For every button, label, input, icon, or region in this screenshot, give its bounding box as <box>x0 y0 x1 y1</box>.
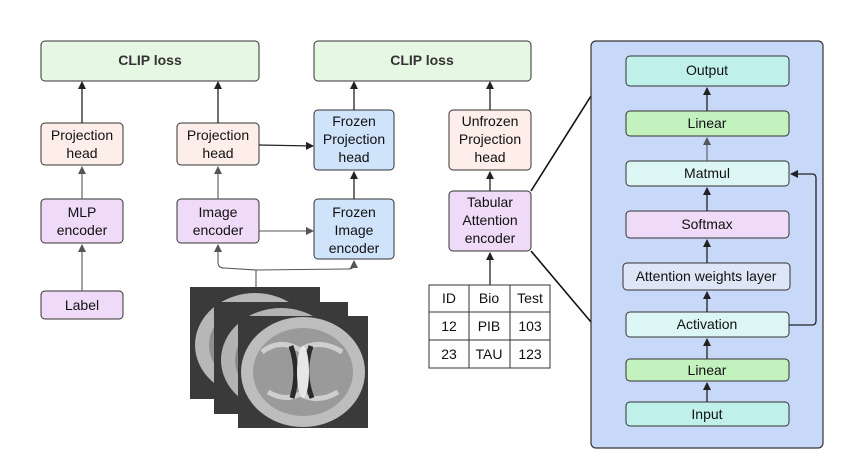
layer-output: Output <box>625 55 790 87</box>
mlp-encoder-line2: encoder <box>57 222 108 238</box>
layer-linear-top-label: Linear <box>688 115 727 131</box>
tabular-encoder-line3: encoder <box>465 230 516 246</box>
layer-linear-bottom: Linear <box>625 358 790 382</box>
layer-activation-label: Activation <box>677 316 738 332</box>
zoom-line-bottom <box>530 250 592 323</box>
label-input: Label <box>40 290 124 320</box>
unfrozen-projection-head-line3: head <box>474 149 505 165</box>
image-projection-head-line2: head <box>202 145 233 161</box>
layer-linear-top: Linear <box>625 110 790 137</box>
attention-module-panel: Output Linear Matmul Softmax Attention w… <box>590 40 824 449</box>
mlp-encoder-line1: MLP <box>68 204 97 220</box>
table-cell: PIB <box>478 318 501 334</box>
image-projection-head: Projection head <box>176 122 260 166</box>
table-cell: 12 <box>441 318 457 334</box>
clip-loss-right: CLIP loss <box>313 40 532 82</box>
image-encoder-line2: encoder <box>193 222 244 238</box>
clip-loss-left: CLIP loss <box>40 40 260 82</box>
layer-matmul: Matmul <box>625 160 790 187</box>
frozen-image-encoder-line2: Image <box>335 222 374 238</box>
layer-attention-weights-label: Attention weights layer <box>636 268 777 284</box>
layer-activation: Activation <box>625 311 790 338</box>
image-encoder: Image encoder <box>176 198 260 244</box>
arrow-scan-to-frozen-encoder <box>255 260 358 271</box>
frozen-projection-head-line2: Projection <box>323 131 385 147</box>
mri-slice-front <box>238 316 368 428</box>
frozen-image-encoder-line3: encoder <box>329 240 380 256</box>
left-projection-head-line2: head <box>66 145 97 161</box>
tabular-attention-encoder: Tabular Attention encoder <box>448 190 532 252</box>
frozen-image-encoder: Frozen Image encoder <box>313 198 395 260</box>
unfrozen-projection-head: Unfrozen Projection head <box>448 109 532 171</box>
layer-matmul-label: Matmul <box>684 165 730 181</box>
layer-input: Input <box>625 401 790 427</box>
image-projection-head-line1: Projection <box>187 127 249 143</box>
tabular-encoder-line1: Tabular <box>467 194 513 210</box>
table-header: Test <box>517 290 543 306</box>
clip-loss-right-label: CLIP loss <box>390 52 454 68</box>
unfrozen-projection-head-line2: Projection <box>459 131 521 147</box>
tabular-data-table: ID Bio Test 12 PIB 103 23 TAU 123 <box>428 284 551 369</box>
clip-loss-left-label: CLIP loss <box>118 52 182 68</box>
table-header: Bio <box>479 290 499 306</box>
arrow-activation-skip-to-matmul <box>789 170 817 326</box>
arrow-image-head-to-frozen-head <box>258 141 314 150</box>
image-encoder-line1: Image <box>199 204 238 220</box>
layer-output-label: Output <box>686 62 728 78</box>
layer-linear-bottom-label: Linear <box>688 362 727 378</box>
layer-attention-weights: Attention weights layer <box>622 262 791 291</box>
frozen-image-encoder-line1: Frozen <box>332 204 376 220</box>
table-cell: 23 <box>441 346 457 362</box>
layer-input-label: Input <box>691 406 722 422</box>
table-cell: 123 <box>518 346 542 362</box>
frozen-projection-head-line1: Frozen <box>332 113 376 129</box>
unfrozen-projection-head-line1: Unfrozen <box>462 113 519 129</box>
layer-softmax: Softmax <box>625 210 790 239</box>
table-cell: 103 <box>518 318 542 334</box>
arrow-scan-to-image-encoder <box>214 244 257 290</box>
mlp-encoder: MLP encoder <box>40 198 124 244</box>
frozen-projection-head-line3: head <box>338 149 369 165</box>
left-projection-head-line1: Projection <box>51 127 113 143</box>
left-projection-head: Projection head <box>40 122 124 166</box>
table-cell: TAU <box>476 346 503 362</box>
zoom-line-top <box>530 95 592 192</box>
brain-mri-stack <box>190 287 368 428</box>
frozen-projection-head: Frozen Projection head <box>313 109 395 171</box>
label-input-text: Label <box>65 297 99 313</box>
layer-softmax-label: Softmax <box>681 216 732 232</box>
tabular-encoder-line2: Attention <box>462 212 517 228</box>
table-header: ID <box>442 290 456 306</box>
